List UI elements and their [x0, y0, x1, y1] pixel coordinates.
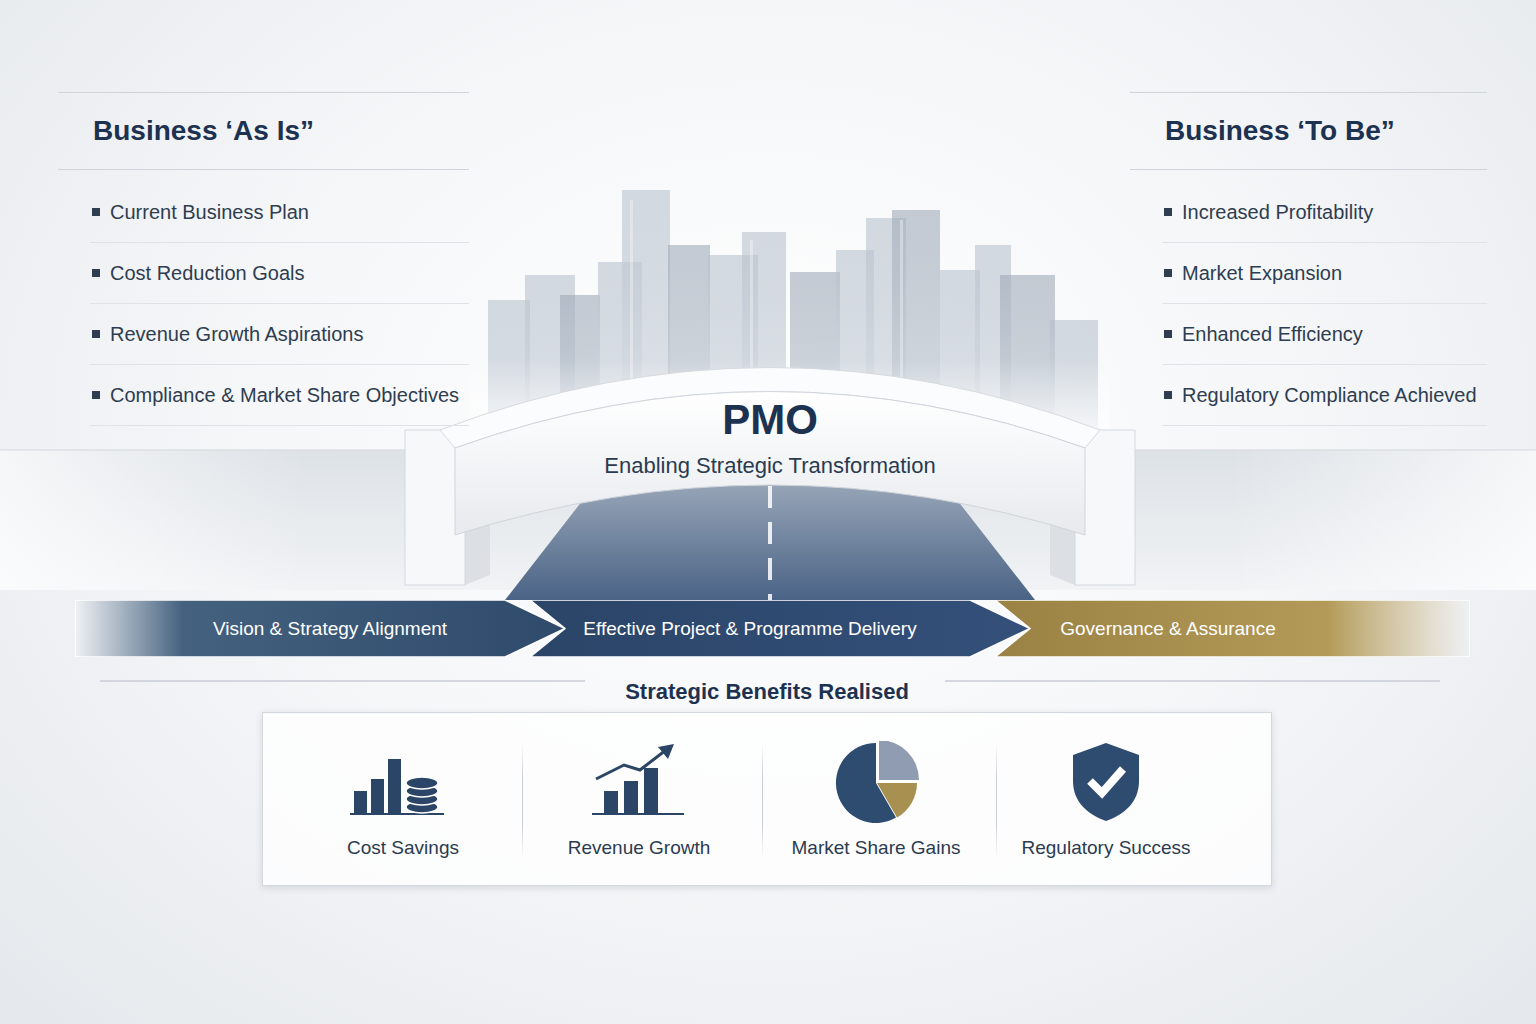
decor-line: [100, 680, 585, 682]
decor-path: [530, 600, 1030, 657]
list-item: Compliance & Market Share Objectives: [90, 365, 469, 426]
list-item: Cost Reduction Goals: [90, 243, 469, 304]
decor-rect: [604, 791, 618, 813]
bridge-subtitle: Enabling Strategic Transformation: [604, 453, 935, 479]
decor-polyline: [1090, 769, 1123, 793]
decor-line: [350, 813, 444, 815]
decor-rect: [624, 781, 638, 813]
box-heading: Strategic Benefits Realised: [625, 679, 909, 705]
benefit-cell: Cost Savings: [283, 713, 523, 885]
cost-icon: [348, 741, 458, 823]
decor-path: [877, 783, 917, 818]
decor-polygon: [658, 744, 674, 759]
to-be-panel: Business ‘To Be” Increased ProfitabilityM…: [1130, 92, 1517, 426]
decor-path: [1073, 743, 1139, 821]
chevron-label: Effective Project & Programme Delivery: [583, 600, 916, 657]
decor-rect: [388, 759, 401, 813]
panel-heading: Business ‘As Is”: [58, 92, 469, 170]
list-item: Regulatory Compliance Achieved: [1162, 365, 1487, 426]
as-is-panel: Business ‘As Is” Current Business PlanCos…: [58, 92, 499, 426]
decor-rect: [371, 779, 384, 813]
list-item: Current Business Plan: [90, 182, 469, 243]
decor-path: [879, 741, 919, 780]
divider: [996, 743, 997, 858]
list-item: Market Expansion: [1162, 243, 1487, 304]
decor-rect: [644, 768, 658, 813]
list-item: Increased Profitability: [1162, 182, 1487, 243]
decor-rect: [354, 791, 367, 813]
bridge-title: PMO: [722, 396, 818, 444]
benefit-label: Regulatory Success: [1022, 835, 1191, 861]
divider: [762, 743, 763, 858]
decor-path: [995, 600, 1470, 657]
stage-chevron: Effective Project & Programme Delivery: [530, 600, 1030, 657]
divider: [522, 743, 523, 858]
chevron-label: Vision & Strategy Alignment: [213, 600, 447, 657]
decor-path: [75, 600, 565, 657]
decor-polyline: [596, 750, 666, 779]
benefits-box: Strategic Benefits RealisedCost SavingsR…: [262, 712, 1272, 886]
decor-line: [592, 813, 684, 815]
benefit-cell: Regulatory Success: [986, 713, 1226, 885]
benefit-label: Market Share Gains: [792, 835, 961, 861]
stage-chevron: Governance & Assurance: [995, 600, 1470, 657]
shield-icon: [1051, 741, 1161, 823]
benefit-cell: Revenue Growth: [519, 713, 759, 885]
stage-chevron: Vision & Strategy Alignment: [75, 600, 565, 657]
benefit-cell: Market Share Gains: [756, 713, 996, 885]
panel-heading: Business ‘To Be”: [1130, 92, 1487, 170]
decor-line: [768, 486, 772, 600]
decor-line: [945, 680, 1440, 682]
decor-ellipse: [406, 777, 438, 789]
list-item: Revenue Growth Aspirations: [90, 304, 469, 365]
list-item: Enhanced Efficiency: [1162, 304, 1487, 365]
benefit-label: Revenue Growth: [568, 835, 711, 861]
pie-icon: [821, 741, 931, 823]
growth-icon: [584, 741, 694, 823]
chevron-label: Governance & Assurance: [1060, 600, 1275, 657]
benefit-label: Cost Savings: [347, 835, 459, 861]
pmo-bridge: PMO Enabling Strategic Transformation: [405, 360, 1135, 590]
decor-path: [455, 392, 1085, 536]
